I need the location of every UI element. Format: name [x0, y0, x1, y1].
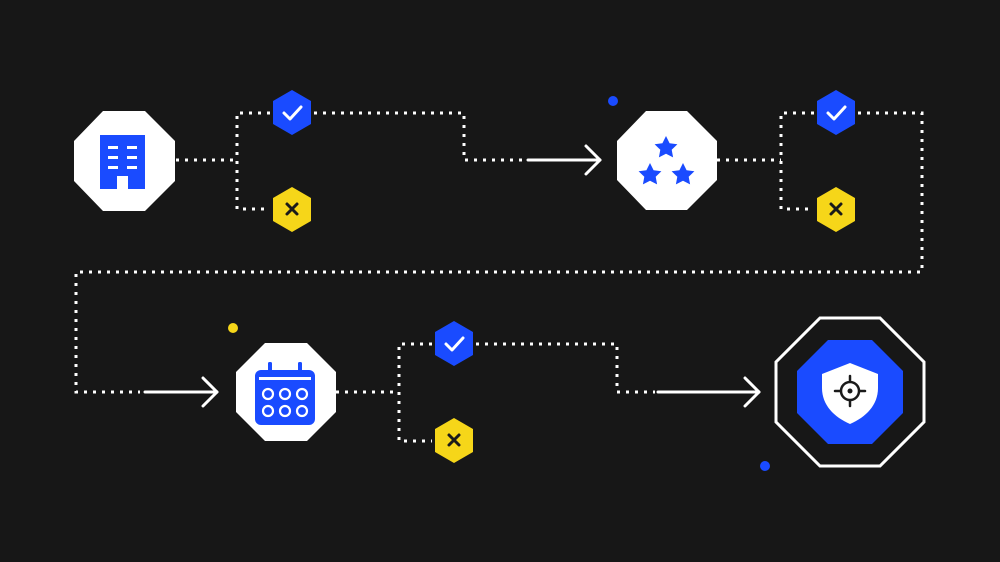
check-icon [282, 105, 303, 121]
three-stars-icon [638, 136, 695, 185]
shield-target-icon [822, 363, 878, 424]
decorative-dot-blue [608, 96, 618, 106]
reject-badge [435, 418, 473, 463]
arrow-to-rating [526, 144, 602, 176]
check-icon [826, 105, 847, 121]
decorative-dot-blue [760, 461, 770, 471]
connectors [74, 111, 924, 443]
decorative-dot-yellow [228, 323, 238, 333]
node-rating [617, 111, 717, 210]
check-icon [444, 336, 465, 352]
connector-decision1-approve [314, 111, 522, 162]
reject-badge [273, 187, 311, 232]
arrows [143, 144, 761, 408]
x-icon [829, 202, 843, 216]
connector-decision2-approve-wrap [74, 111, 924, 394]
arrow-to-security [656, 376, 761, 408]
building-icon [100, 135, 145, 189]
x-icon [285, 202, 299, 216]
approve-badge [273, 90, 311, 135]
connector-decision1-branch [235, 111, 270, 211]
approve-badge [435, 321, 473, 366]
connector-decision2-branch [779, 111, 814, 211]
connector-decision3-approve [476, 342, 655, 394]
reject-badge [817, 187, 855, 232]
security-outer-ring [774, 316, 926, 468]
calendar-icon [255, 362, 315, 425]
node-security [774, 316, 926, 468]
x-icon [447, 433, 461, 447]
node-calendar [236, 343, 336, 441]
approve-badge [817, 90, 855, 135]
node-building [74, 111, 175, 211]
connector-decision3-branch [397, 342, 432, 443]
arrow-to-calendar [143, 376, 219, 408]
